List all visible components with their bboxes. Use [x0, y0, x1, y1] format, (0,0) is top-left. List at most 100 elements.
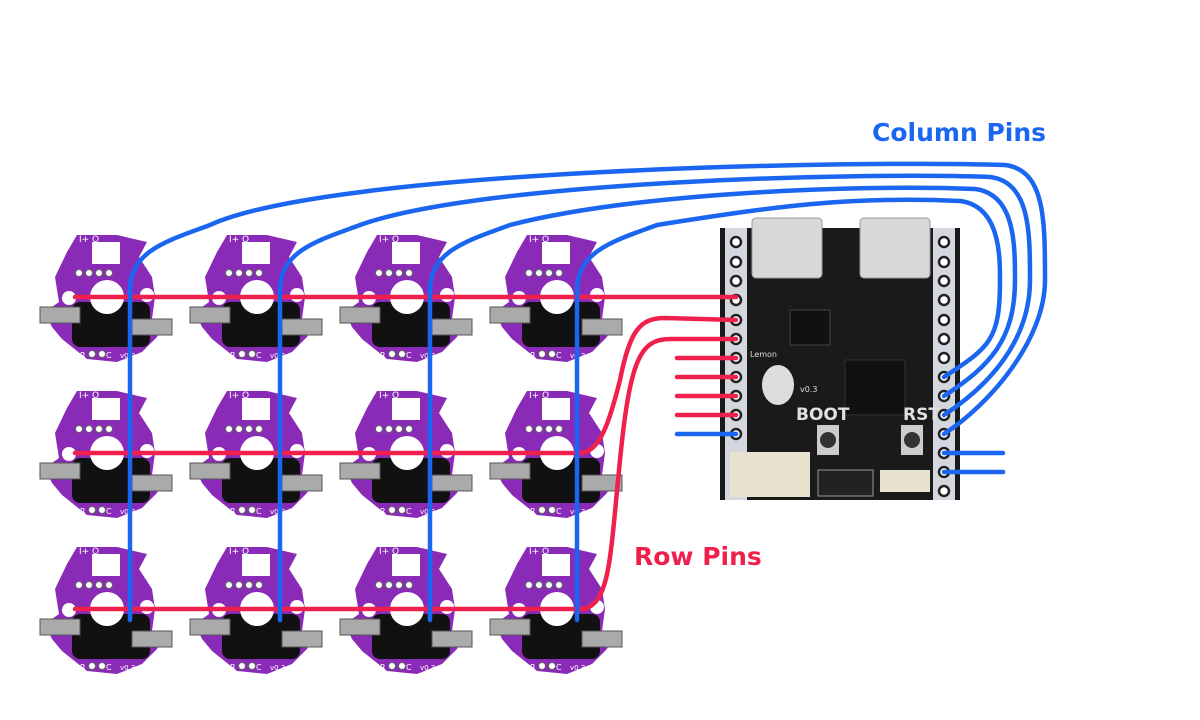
silkscreen-c: C: [256, 663, 262, 672]
column-wire-4: [574, 197, 1003, 623]
pad: [255, 269, 263, 277]
pad: [538, 350, 546, 358]
silkscreen-version: v0.3: [120, 508, 135, 516]
silkscreen-version: v0.3: [120, 352, 135, 360]
pad: [98, 350, 106, 358]
switch-pad: [542, 398, 570, 420]
silkscreen-version: v0.3: [270, 508, 285, 516]
flash-chip: [789, 309, 831, 346]
silkscreen-version: v0.3: [420, 352, 435, 360]
header-pin: [937, 484, 951, 498]
silkscreen-version: v0.3: [570, 664, 585, 672]
pad: [525, 269, 533, 277]
pin-hole: [62, 447, 76, 461]
pad: [88, 506, 96, 514]
switch-pad: [242, 554, 270, 576]
pad: [395, 269, 403, 277]
header-pin: [937, 293, 951, 307]
pad: [75, 581, 83, 589]
silkscreen-r: R: [530, 351, 536, 360]
hotswap-tab-left: [39, 306, 81, 324]
pad: [235, 425, 243, 433]
usb-c-port: [859, 217, 931, 279]
pad: [235, 581, 243, 589]
header-pin: [729, 274, 743, 288]
pin-hole: [62, 603, 76, 617]
pin-hole: [62, 291, 76, 305]
silkscreen-text: I+ O: [229, 235, 249, 245]
pad: [545, 581, 553, 589]
column-wire-2: [277, 173, 1033, 623]
header-pin: [937, 332, 951, 346]
pad: [238, 662, 246, 670]
pad: [398, 506, 406, 514]
pad: [525, 425, 533, 433]
silkscreen-version: v0.3: [270, 664, 285, 672]
pad: [105, 425, 113, 433]
pad: [98, 506, 106, 514]
pad: [545, 425, 553, 433]
silkscreen-text: I+ O: [229, 547, 249, 557]
pad: [375, 425, 383, 433]
silkscreen-r: R: [380, 663, 386, 672]
silkscreen-c: C: [256, 351, 262, 360]
pad: [245, 425, 253, 433]
silkscreen-r: R: [80, 351, 86, 360]
hotswap-tab-right: [581, 630, 623, 648]
silkscreen-c: C: [556, 663, 562, 672]
reset-button-cap: [904, 432, 920, 448]
pad: [85, 581, 93, 589]
pad: [545, 269, 553, 277]
pad: [395, 425, 403, 433]
pad: [555, 425, 563, 433]
header-pin: [937, 255, 951, 269]
switch-pad: [92, 398, 120, 420]
pad: [405, 269, 413, 277]
hotswap-tab-left: [39, 462, 81, 480]
pad: [95, 425, 103, 433]
socket-footprint: [522, 458, 600, 503]
silkscreen-r: R: [380, 507, 386, 516]
hotswap-tab-right: [131, 630, 173, 648]
pad: [88, 350, 96, 358]
switch-pad: [242, 242, 270, 264]
silkscreen-text: I+ O: [379, 235, 399, 245]
pad: [75, 425, 83, 433]
silkscreen-r: R: [230, 351, 236, 360]
silkscreen-version: v0.3: [420, 664, 435, 672]
pad: [85, 269, 93, 277]
silkscreen-text: I+ O: [379, 547, 399, 557]
hotswap-tab-left: [189, 462, 231, 480]
pad: [225, 581, 233, 589]
row-wire-2: [72, 315, 739, 456]
silkscreen-c: C: [406, 663, 412, 672]
ffc-connector: [880, 470, 930, 492]
row-pins-label: Row Pins: [634, 542, 762, 571]
hotswap-tab-right: [431, 474, 473, 492]
silkscreen-r: R: [230, 663, 236, 672]
silkscreen-text: I+ O: [529, 547, 549, 557]
pad: [395, 581, 403, 589]
hotswap-tab-left: [489, 462, 531, 480]
hotswap-tab-right: [281, 318, 323, 336]
pad: [548, 350, 556, 358]
boot-button-cap: [820, 432, 836, 448]
pad: [88, 662, 96, 670]
silkscreen-r: R: [530, 663, 536, 672]
pad: [98, 662, 106, 670]
pad: [255, 581, 263, 589]
silkscreen-r: R: [530, 507, 536, 516]
pad: [535, 425, 543, 433]
silkscreen-r: R: [230, 507, 236, 516]
pad: [75, 269, 83, 277]
switch-pad: [542, 242, 570, 264]
pad: [85, 425, 93, 433]
column-wire-3: [427, 185, 1018, 623]
pad: [388, 350, 396, 358]
usb-c-port: [751, 217, 823, 279]
hotswap-tab-left: [489, 618, 531, 636]
